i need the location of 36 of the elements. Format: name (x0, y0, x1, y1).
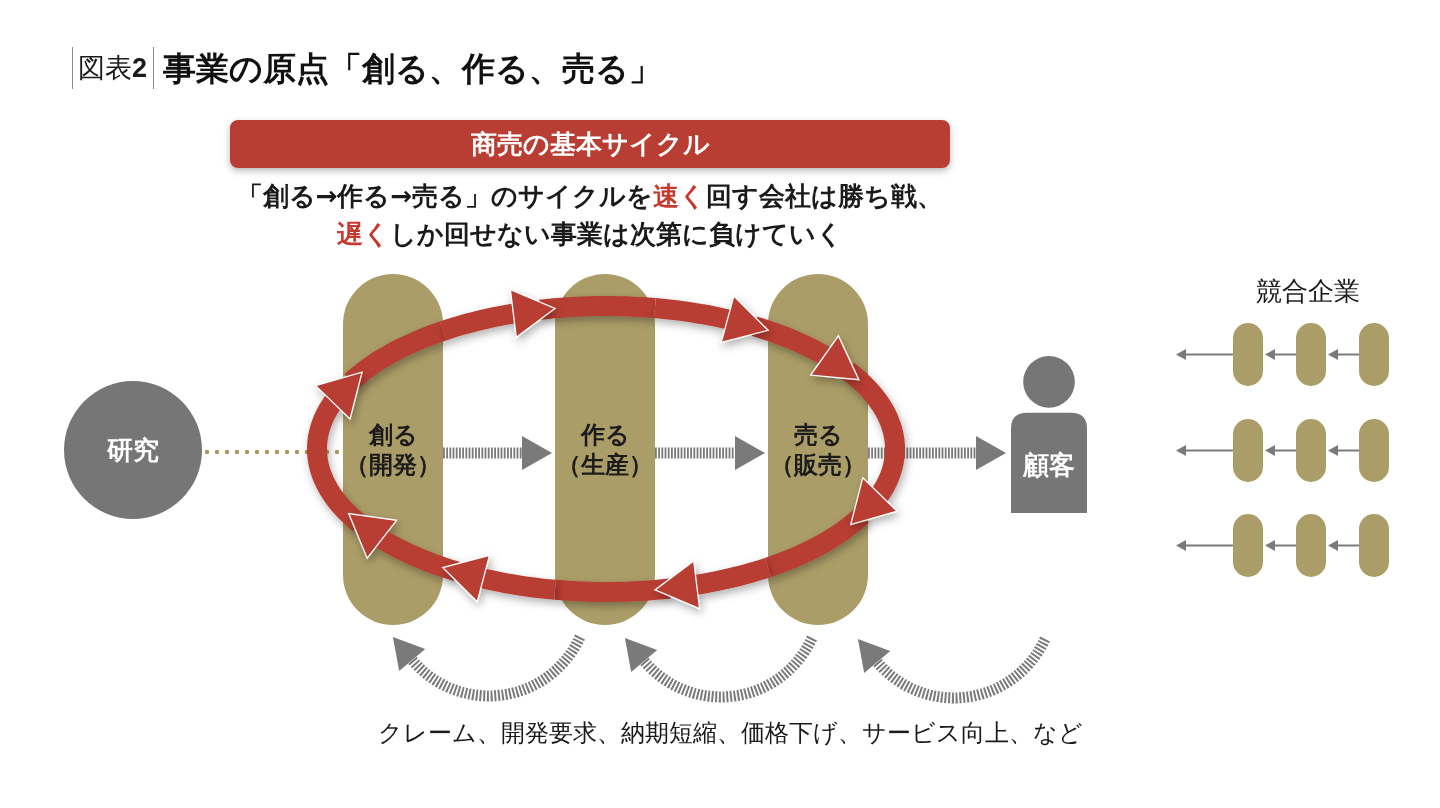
pill (1296, 419, 1326, 482)
pill (1359, 323, 1389, 386)
pill (1233, 514, 1263, 577)
circle-node: 研究 (64, 381, 202, 519)
arrow (1328, 349, 1360, 360)
pill (1359, 514, 1389, 577)
hatched-arrow (868, 436, 1006, 470)
subtitle: 「創る→作る→売る」のサイクルを速く回す会社は勝ち戦、遅くしか回せない事業は次第に負けていく (235, 180, 945, 251)
title-banner: 商売の基本サイクル (230, 120, 950, 168)
curved-arrow (857, 636, 1050, 704)
pill (1359, 419, 1389, 482)
curved-arrow (392, 634, 585, 702)
heading: 競合企業 (1256, 275, 1360, 308)
cycle-arrow (652, 295, 769, 344)
node-label: 顧客 (1023, 448, 1075, 481)
arrow (1176, 445, 1234, 456)
arrow (1265, 540, 1297, 551)
arrow (1265, 445, 1297, 456)
title: 事業の原点「創る、作る、売る」 (163, 49, 663, 89)
hatched-arrow (655, 436, 765, 470)
figure-number: 図表2 (78, 52, 148, 85)
curved-arrow (624, 635, 817, 703)
cycle-arrow (438, 289, 556, 341)
cycle-arrow (442, 554, 558, 603)
arrow (1328, 445, 1360, 456)
arrow (1176, 349, 1234, 360)
pill (1233, 419, 1263, 482)
pill (1296, 323, 1326, 386)
arrow (1328, 540, 1360, 551)
arrow (1265, 349, 1297, 360)
note: クレーム、開発要求、納期短縮、価格下げ、サービス向上、など (377, 718, 1083, 748)
arrow (1176, 540, 1234, 551)
pill (1296, 514, 1326, 577)
hatched-arrow (443, 436, 552, 470)
cycle-arrow (654, 557, 772, 610)
pill (1233, 323, 1263, 386)
